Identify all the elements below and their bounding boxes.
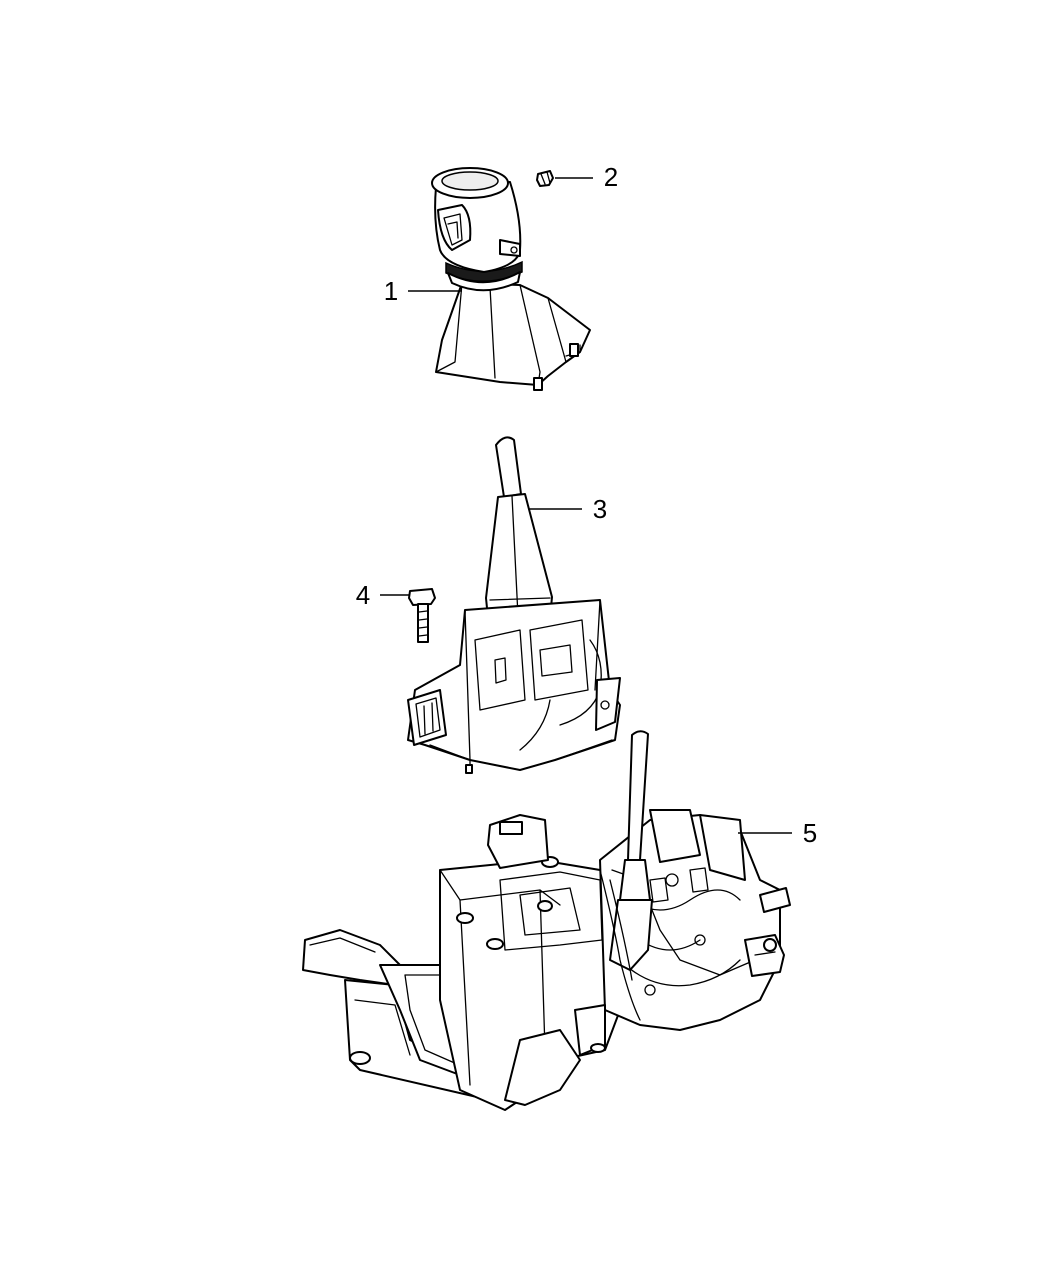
callout-4: 4	[356, 580, 410, 610]
callout-label-4: 4	[356, 580, 370, 610]
callout-3: 3	[528, 494, 607, 524]
callout-label-2: 2	[604, 162, 618, 192]
small-screw	[536, 170, 554, 187]
shift-knob-assembly	[431, 167, 591, 391]
callout-label-1: 1	[384, 276, 398, 306]
callout-label-3: 3	[593, 494, 607, 524]
callout-5: 5	[738, 818, 817, 848]
shifter-bracket-base	[302, 730, 791, 1111]
callout-label-5: 5	[803, 818, 817, 848]
mounting-bolt	[408, 588, 436, 643]
callout-2: 2	[555, 162, 618, 192]
callout-1: 1	[384, 276, 462, 306]
shifter-mechanism	[407, 436, 621, 774]
